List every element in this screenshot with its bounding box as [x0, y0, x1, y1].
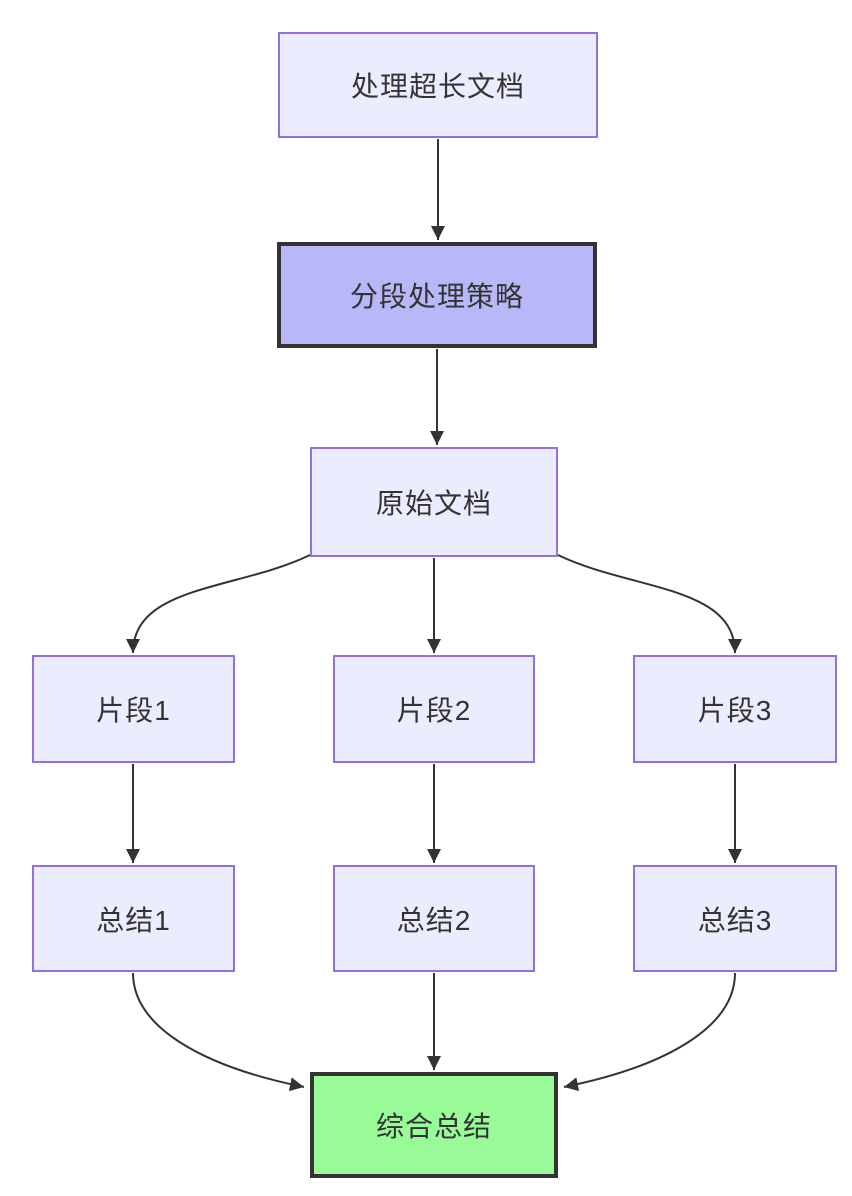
node-final-summary: 综合总结 — [310, 1072, 558, 1178]
node-original-document: 原始文档 — [310, 447, 558, 557]
node-summary-2: 总结2 — [333, 865, 535, 972]
node-summary-1: 总结1 — [32, 865, 235, 972]
node-process-long-document: 处理超长文档 — [278, 32, 598, 138]
node-fragment-3: 片段3 — [633, 655, 837, 763]
edge-c-f1 — [126, 554, 311, 654]
node-fragment-1: 片段1 — [32, 655, 235, 763]
edge-c-f3 — [557, 554, 742, 654]
node-segmentation-strategy: 分段处理策略 — [277, 242, 597, 348]
node-summary-3: 总结3 — [633, 865, 837, 972]
edge-s1-g — [132, 972, 305, 1092]
node-fragment-2: 片段2 — [333, 655, 535, 763]
edge-s3-g — [563, 972, 736, 1092]
